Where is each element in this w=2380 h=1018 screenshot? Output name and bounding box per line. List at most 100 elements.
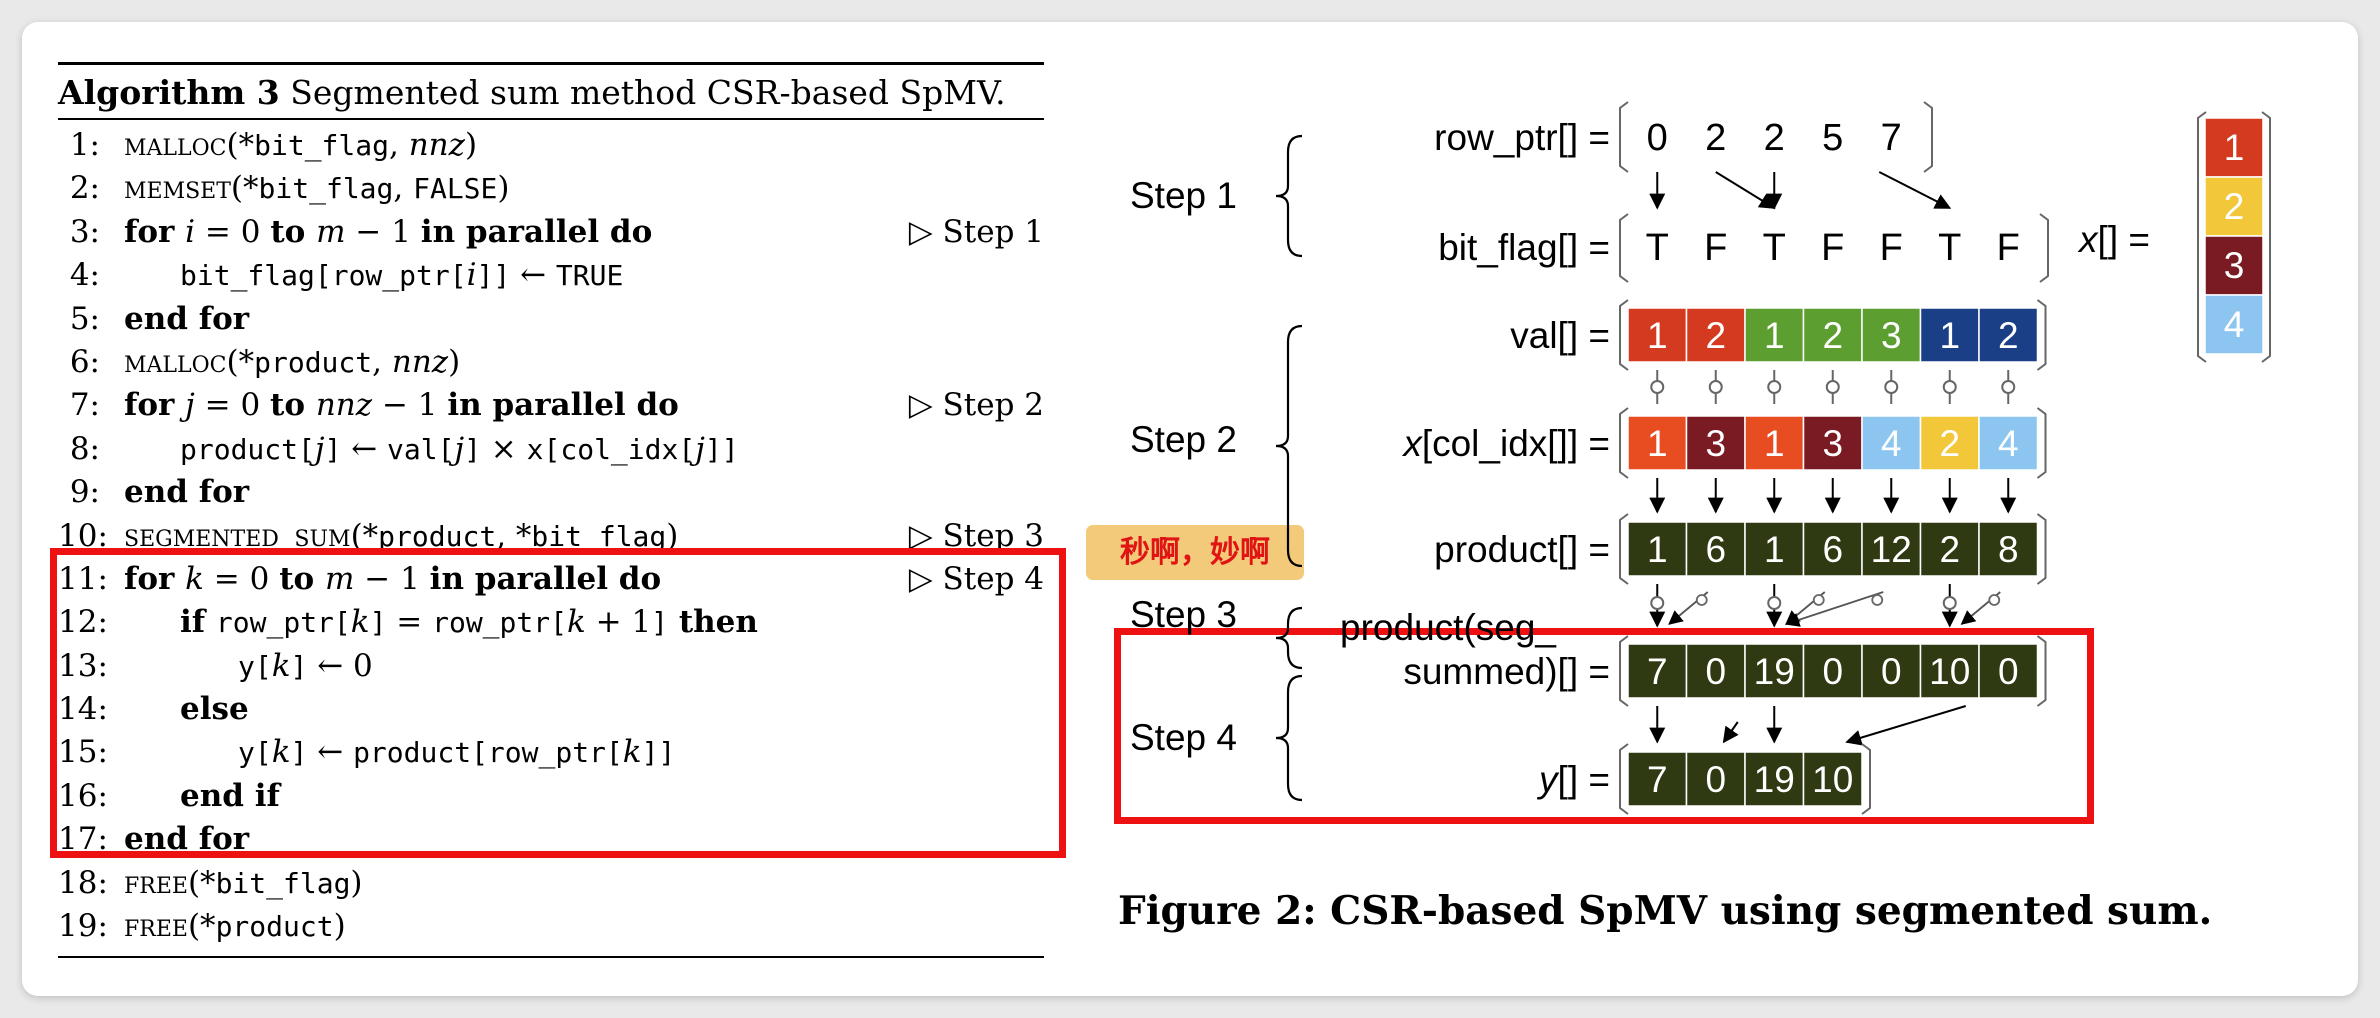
algorithm-line: 5: end for	[58, 298, 1044, 341]
code-token: =	[386, 604, 433, 641]
code-token: bit_flag	[254, 129, 389, 162]
line-number: 1:	[69, 127, 100, 163]
code-token: k	[566, 604, 586, 641]
code-token: , *	[496, 517, 532, 554]
line-code: bit_flag[row_ptr[i]] ← TRUE	[180, 254, 623, 297]
code-token: malloc	[124, 127, 227, 163]
algorithm-title-rule	[58, 118, 1044, 120]
line-code: for i = 0 to m − 1 in parallel do	[124, 211, 652, 254]
code-token: m	[316, 213, 346, 250]
page-card	[22, 22, 2358, 996]
algorithm-line: 16:end if	[58, 775, 1044, 818]
code-token: FALSE	[413, 172, 498, 206]
code-token: )	[448, 343, 461, 380]
line-number: 13:	[58, 647, 108, 684]
line-code: end if	[180, 775, 280, 818]
line-number: 10:	[58, 517, 108, 554]
algorithm-line: 1:malloc(*bit_flag, nnz)	[58, 124, 1044, 167]
code-token: )	[464, 127, 478, 163]
code-token: product	[378, 519, 497, 553]
code-token: segmented_sum	[124, 517, 351, 554]
line-number: 2:	[69, 170, 100, 207]
code-token: (*	[350, 517, 379, 554]
code-token: in parallel do	[429, 560, 662, 597]
code-token: )	[497, 170, 510, 207]
code-token: = 0	[195, 213, 271, 250]
code-token: ,	[388, 127, 409, 163]
line-number: 12:	[58, 604, 108, 641]
line-number: 3:	[69, 213, 100, 250]
code-token: row_ptr[	[432, 606, 567, 640]
algorithm-line: 14: else	[58, 688, 1044, 731]
code-token: j	[185, 387, 195, 424]
line-code: segmented_sum(*product, *bit_flag)	[124, 515, 678, 558]
code-token: bit_flag	[258, 172, 394, 206]
algorithm-line: 18:free(*bit_flag)	[58, 862, 1044, 905]
code-token: k	[622, 734, 642, 771]
algorithm-title: Algorithm 3 Segmented sum method CSR-bas…	[58, 65, 1044, 118]
line-number: 7:	[69, 387, 100, 424]
code-token: ]	[651, 606, 669, 640]
code-token: i	[185, 213, 196, 250]
line-code: product[j] ← val[j] × x[col_idx[j]]	[180, 428, 739, 471]
line-number: 8:	[69, 430, 100, 467]
code-token: (*	[187, 908, 216, 945]
code-token: k	[271, 734, 291, 771]
comment-sticker: 秒啊，妙啊	[1086, 525, 1304, 580]
code-token: )	[350, 864, 363, 901]
code-token: (*	[187, 864, 216, 901]
line-code: y[k] ← 0	[238, 645, 373, 688]
line-number: 5:	[69, 300, 100, 337]
code-token: k	[271, 647, 291, 684]
line-code: for j = 0 to nnz − 1 in parallel do	[124, 384, 679, 427]
algorithm-line: 12:if row_ptr[k] = row_ptr[k + 1] then	[58, 601, 1044, 644]
line-code: end for	[124, 298, 249, 341]
code-token: nnz	[391, 343, 449, 380]
code-token: free	[124, 908, 188, 945]
code-token: − 1	[354, 560, 430, 597]
code-token: product	[215, 910, 334, 944]
line-code: y[k] ← product[row_ptr[k]]	[238, 731, 675, 774]
line-number: 6:	[69, 343, 100, 380]
code-token: bit_flag	[215, 866, 351, 900]
line-code: malloc(*product, nnz)	[124, 341, 460, 384]
code-token: TRUE	[555, 259, 624, 293]
code-token: product[row_ptr[	[353, 736, 623, 770]
code-token: ,	[372, 343, 392, 380]
code-token: + 1	[585, 604, 652, 641]
line-code: end for	[124, 471, 249, 514]
code-token: for	[124, 387, 186, 424]
code-token: ←	[307, 734, 354, 771]
line-number: 19:	[58, 908, 108, 945]
algorithm-line: 6: malloc(*product, nnz)	[58, 341, 1044, 384]
line-number: 4:	[69, 257, 100, 294]
code-token: (*	[226, 343, 255, 380]
algorithm-line: 9: end for	[58, 471, 1044, 514]
line-number: 9:	[69, 474, 100, 511]
algorithm-line: 19: free(*product)	[58, 905, 1044, 948]
algorithm-line: 13: y[k] ← 0	[58, 645, 1044, 688]
code-token: ]]	[704, 432, 739, 466]
algorithm-line: 3:for i = 0 to m − 1 in parallel do▷ Ste…	[58, 211, 1044, 254]
code-token: bit_flag	[531, 519, 667, 553]
code-token: if	[180, 604, 216, 641]
code-token: ×	[480, 430, 527, 467]
code-token: )	[333, 908, 346, 945]
code-token: for	[124, 560, 186, 597]
code-token: )	[666, 517, 679, 554]
code-token: bit_flag[row_ptr[	[180, 259, 467, 293]
algorithm-top-rule	[58, 62, 1044, 65]
line-number: 14:	[58, 691, 108, 728]
code-token: product	[254, 345, 373, 379]
line-code: for k = 0 to m − 1 in parallel do	[124, 558, 661, 601]
code-token: row_ptr[	[215, 606, 351, 640]
code-token: free	[124, 864, 188, 901]
code-token: to	[270, 387, 316, 424]
code-token: x[col_idx[	[526, 432, 696, 466]
code-token: else	[180, 691, 249, 728]
code-token: for	[124, 213, 186, 250]
code-token: then	[668, 604, 758, 641]
code-token: ]	[290, 736, 308, 770]
code-token: ,	[393, 170, 414, 207]
algorithm-line: 7:for j = 0 to nnz − 1 in parallel do▷ S…	[58, 384, 1044, 427]
